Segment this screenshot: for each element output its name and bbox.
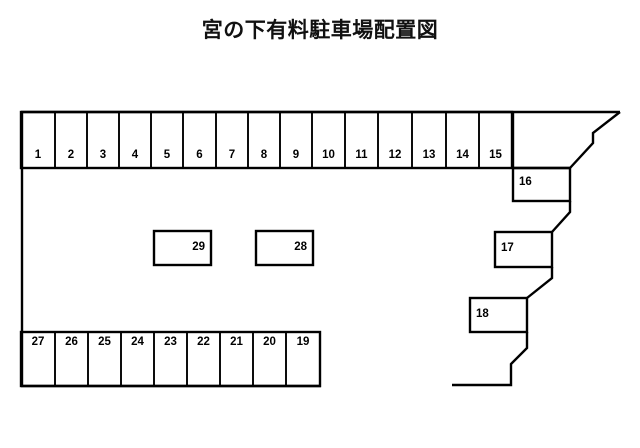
stall-label-27: 27 bbox=[31, 336, 45, 348]
stall-label-1: 1 bbox=[34, 149, 42, 161]
stall-label-16: 16 bbox=[519, 176, 532, 188]
boundary-diagonal-upper bbox=[569, 111, 621, 169]
stall-label-24: 24 bbox=[131, 336, 144, 348]
stall-label-9: 9 bbox=[292, 149, 300, 161]
stall-label-19: 19 bbox=[296, 336, 310, 348]
stall-label-2: 2 bbox=[67, 149, 75, 161]
stall-28-box[interactable] bbox=[254, 229, 315, 267]
page-title: 宮の下有料駐車場配置図 bbox=[201, 19, 439, 42]
stall-label-3: 3 bbox=[99, 149, 107, 161]
stall-label-23: 23 bbox=[164, 336, 177, 348]
stall-label-7: 7 bbox=[228, 149, 236, 161]
boundary-diagonal-lower bbox=[526, 267, 554, 299]
stall-label-4: 4 bbox=[131, 149, 139, 161]
stall-label-21: 21 bbox=[230, 336, 243, 348]
stall-18-box[interactable] bbox=[468, 296, 529, 334]
stall-17-box[interactable] bbox=[493, 230, 554, 269]
top-row-dividers bbox=[54, 113, 480, 167]
boundary-lower-path bbox=[452, 332, 529, 387]
stall-label-13: 13 bbox=[422, 149, 436, 161]
stall-label-28: 28 bbox=[294, 241, 307, 253]
stall-label-15: 15 bbox=[489, 149, 502, 161]
stall-label-11: 11 bbox=[355, 149, 368, 161]
stall-16-box[interactable] bbox=[511, 166, 572, 203]
stall-label-8: 8 bbox=[260, 149, 268, 161]
stall-label-18: 18 bbox=[476, 308, 489, 320]
stall-label-6: 6 bbox=[196, 149, 203, 161]
stall-label-5: 5 bbox=[163, 149, 171, 161]
stall-label-20: 20 bbox=[263, 336, 276, 348]
stall-label-10: 10 bbox=[322, 149, 335, 161]
bottom-row-dividers bbox=[54, 333, 287, 385]
stall-label-12: 12 bbox=[388, 149, 402, 161]
stall-29-box[interactable] bbox=[152, 229, 213, 267]
stall-label-14: 14 bbox=[456, 149, 469, 161]
bottom-row-frame bbox=[19, 330, 322, 388]
stall-label-29: 29 bbox=[192, 241, 205, 253]
boundary-diagonal-middle bbox=[551, 201, 572, 233]
stall-label-22: 22 bbox=[197, 336, 210, 348]
stall-label-17: 17 bbox=[501, 242, 514, 254]
stall-label-26: 26 bbox=[65, 336, 78, 348]
stall-label-25: 25 bbox=[98, 336, 111, 348]
